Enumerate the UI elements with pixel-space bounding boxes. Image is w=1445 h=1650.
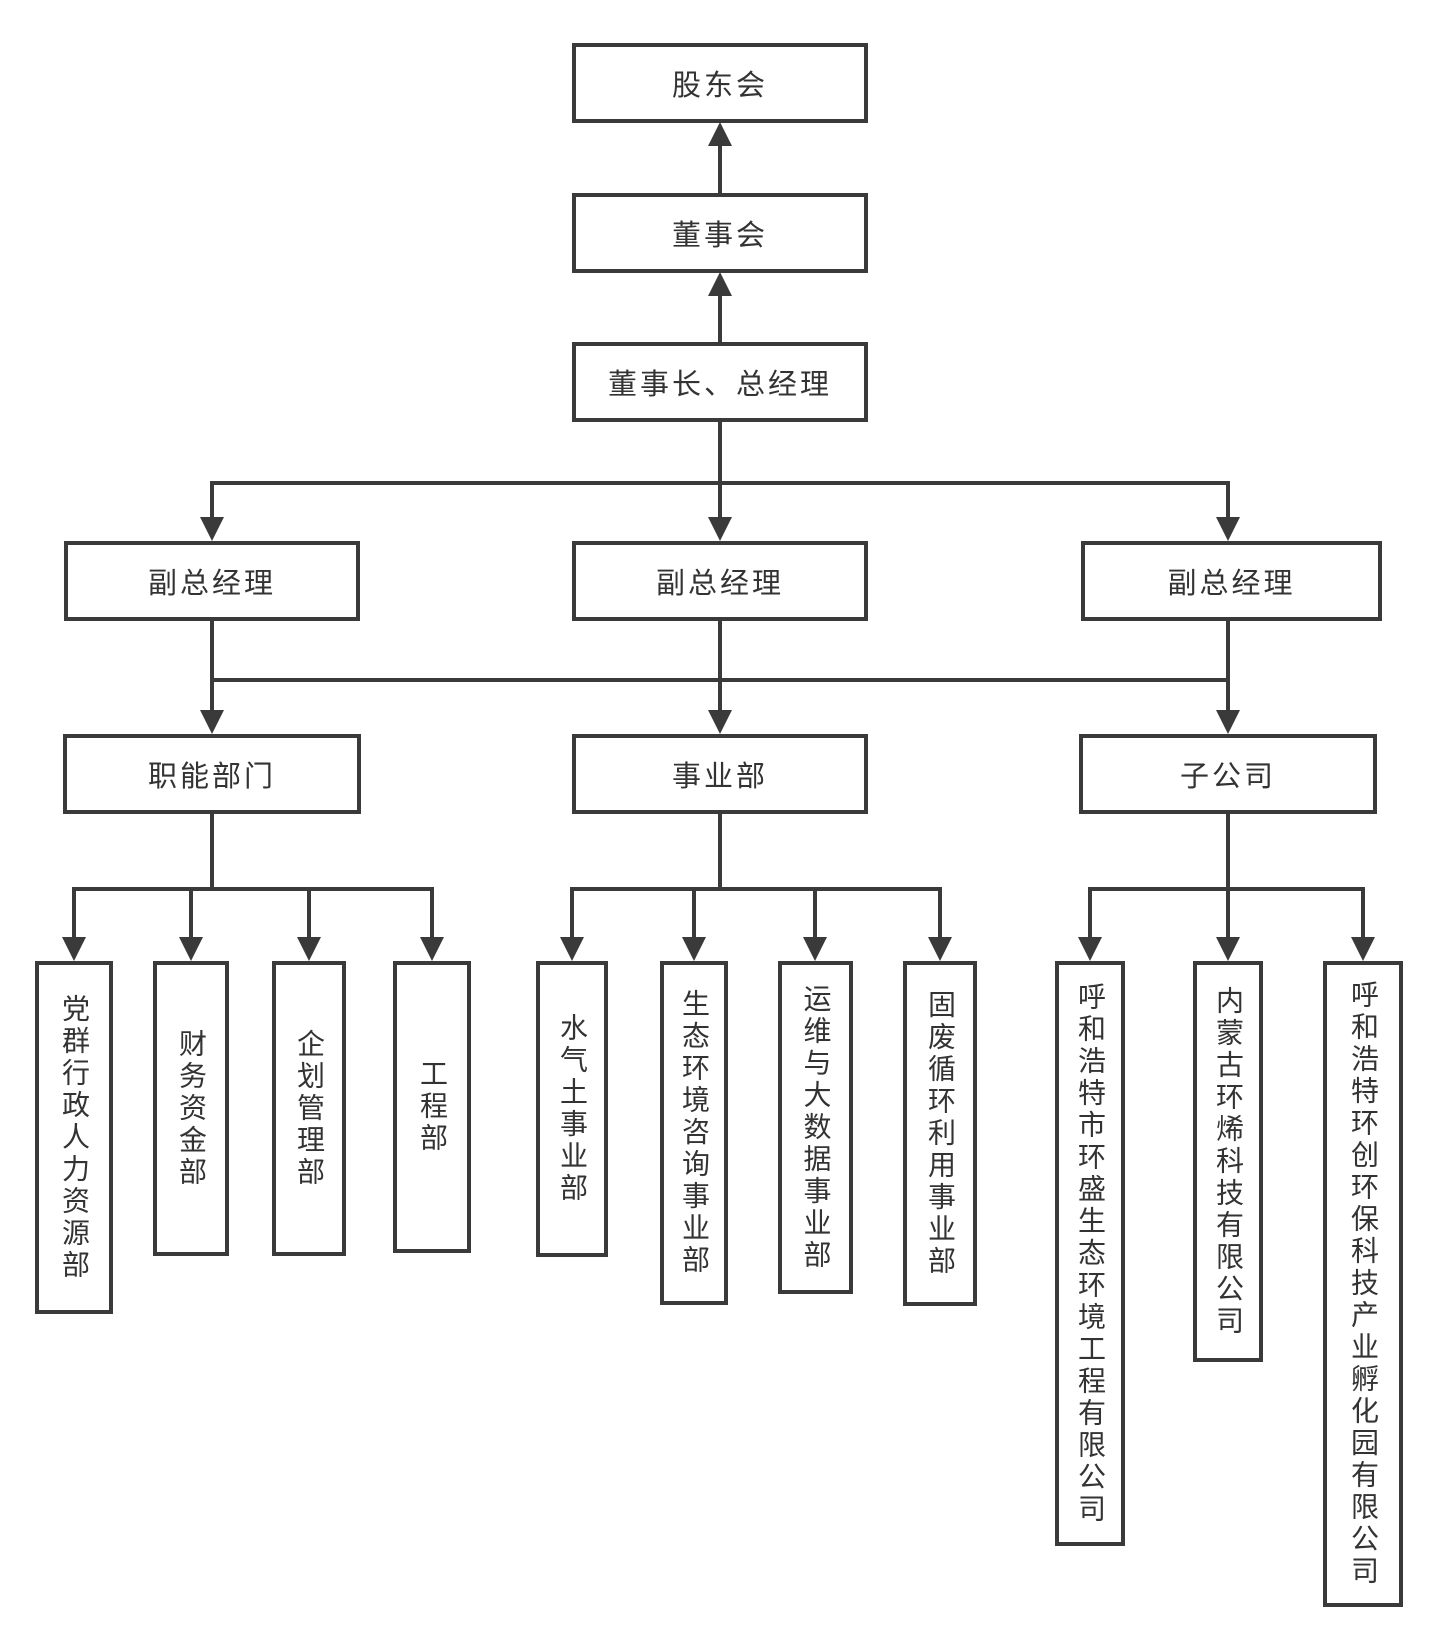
arrow-down-icon bbox=[1216, 710, 1240, 734]
connector-drop-dept-2 bbox=[189, 889, 193, 937]
arrow-down-icon bbox=[1216, 517, 1240, 541]
connector-functional-stem bbox=[210, 814, 214, 889]
arrow-down-icon bbox=[1216, 937, 1240, 961]
connector-chairman-stem bbox=[718, 422, 722, 483]
node-dept-finance-capital: 财务资金部 bbox=[153, 961, 229, 1256]
arrow-down-icon bbox=[803, 937, 827, 961]
node-board: 董事会 bbox=[572, 193, 868, 273]
connector-drop-dept-3 bbox=[307, 889, 311, 937]
connector-drop-div-3 bbox=[813, 889, 817, 937]
connector-drop-deputy-right bbox=[1226, 483, 1230, 519]
node-company-huanchuang-incubator: 呼和浩特环创环保科技产业孵化园有限公司 bbox=[1323, 961, 1403, 1607]
node-subsidiaries: 子公司 bbox=[1079, 734, 1377, 814]
connector-business-stem bbox=[718, 814, 722, 889]
node-dept-engineering: 工程部 bbox=[393, 961, 471, 1253]
connector-chairman-to-board bbox=[718, 294, 722, 342]
connector-deputy-left-stem bbox=[210, 621, 214, 680]
node-dept-party-admin-hr: 党群行政人力资源部 bbox=[35, 961, 113, 1314]
connector-deputy-right-stem bbox=[1226, 621, 1230, 680]
connector-drop-deputy-left bbox=[210, 483, 214, 519]
node-deputy-gm-3: 副总经理 bbox=[1081, 541, 1382, 621]
arrow-up-icon bbox=[708, 272, 732, 296]
connector-subsidiary-stem bbox=[1226, 814, 1230, 889]
connector-drop-div-1 bbox=[570, 889, 574, 937]
arrow-down-icon bbox=[420, 937, 444, 961]
connector-drop-co-3 bbox=[1361, 889, 1365, 937]
arrow-down-icon bbox=[179, 937, 203, 961]
connector-drop-deputy-middle bbox=[718, 483, 722, 519]
arrow-down-icon bbox=[1078, 937, 1102, 961]
node-chairman-gm: 董事长、总经理 bbox=[572, 342, 868, 422]
arrow-down-icon bbox=[200, 710, 224, 734]
arrow-down-icon bbox=[560, 937, 584, 961]
arrow-up-icon bbox=[708, 122, 732, 146]
node-business-divisions: 事业部 bbox=[572, 734, 868, 814]
connector-drop-div-2 bbox=[692, 889, 696, 937]
arrow-down-icon bbox=[62, 937, 86, 961]
connector-drop-functional bbox=[210, 680, 214, 710]
connector-drop-business bbox=[718, 680, 722, 710]
node-div-water-air-soil: 水气土事业部 bbox=[536, 961, 608, 1257]
connector-deputy-middle-stem bbox=[718, 621, 722, 680]
connector-drop-co-1 bbox=[1088, 889, 1092, 937]
arrow-down-icon bbox=[708, 517, 732, 541]
node-dept-planning-mgmt: 企划管理部 bbox=[272, 961, 346, 1256]
node-functional-depts: 职能部门 bbox=[63, 734, 361, 814]
node-shareholders: 股东会 bbox=[572, 43, 868, 123]
connector-drop-subsidiary bbox=[1226, 680, 1230, 710]
connector-drop-co-2 bbox=[1226, 889, 1230, 937]
arrow-down-icon bbox=[200, 517, 224, 541]
node-deputy-gm-2: 副总经理 bbox=[572, 541, 868, 621]
arrow-down-icon bbox=[682, 937, 706, 961]
connector-board-to-shareholders bbox=[718, 144, 722, 193]
node-deputy-gm-1: 副总经理 bbox=[64, 541, 360, 621]
connector-drop-dept-4 bbox=[430, 889, 434, 937]
node-div-solid-waste-recycling: 固废循环利用事业部 bbox=[903, 961, 977, 1306]
arrow-down-icon bbox=[297, 937, 321, 961]
node-div-eco-env-consulting: 生态环境咨询事业部 bbox=[660, 961, 728, 1305]
arrow-down-icon bbox=[1351, 937, 1375, 961]
arrow-down-icon bbox=[708, 710, 732, 734]
connector-drop-div-4 bbox=[938, 889, 942, 937]
node-company-huanxi-tech: 内蒙古环烯科技有限公司 bbox=[1193, 961, 1263, 1362]
connector-drop-dept-1 bbox=[72, 889, 76, 937]
connector-departments-bus bbox=[72, 887, 434, 891]
node-div-om-bigdata: 运维与大数据事业部 bbox=[778, 961, 853, 1294]
node-company-huansheng-eco-env: 呼和浩特市环盛生态环境工程有限公司 bbox=[1055, 961, 1125, 1546]
arrow-down-icon bbox=[928, 937, 952, 961]
connector-divisions-bus bbox=[570, 887, 942, 891]
